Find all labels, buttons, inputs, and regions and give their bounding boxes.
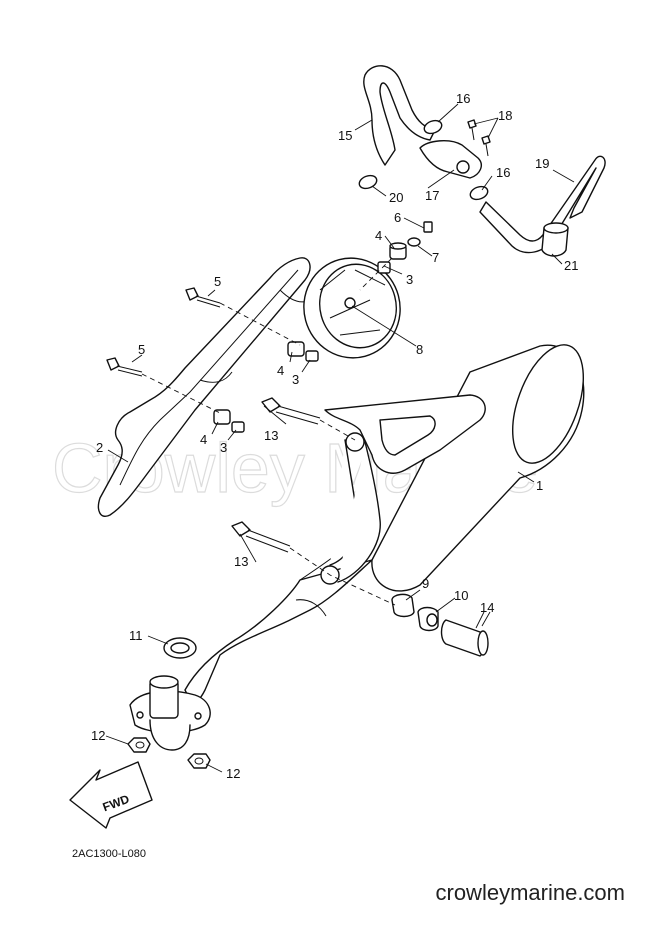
bolt-13-set[interactable] — [231, 397, 321, 553]
callout-6: 6 — [394, 210, 401, 225]
callout-3-middle: 3 — [292, 372, 299, 387]
callout-5-lower: 5 — [138, 342, 145, 357]
callout-20: 20 — [389, 190, 403, 205]
callout-2: 2 — [96, 440, 103, 455]
callout-17: 17 — [425, 188, 439, 203]
callout-16-upper: 16 — [456, 91, 470, 106]
leader-lines — [105, 103, 575, 773]
heat-shield[interactable] — [97, 257, 311, 517]
callout-5-upper: 5 — [214, 274, 221, 289]
callout-12-left: 12 — [91, 728, 105, 743]
callout-4-lower: 4 — [200, 432, 207, 447]
air-induction-hoses[interactable] — [357, 65, 606, 257]
callout-14: 14 — [480, 600, 494, 615]
gasket[interactable] — [163, 637, 197, 659]
callout-21: 21 — [564, 258, 578, 273]
callout-12-right: 12 — [226, 766, 240, 781]
site-url[interactable]: crowleymarine.com — [435, 880, 626, 905]
callout-1: 1 — [536, 478, 543, 493]
bolt-5-set[interactable] — [106, 287, 221, 377]
callout-13-upper: 13 — [264, 428, 278, 443]
callout-19: 19 — [535, 156, 549, 171]
callout-4-upper: 4 — [375, 228, 382, 243]
callout-18: 18 — [498, 108, 512, 123]
callout-7: 7 — [432, 250, 439, 265]
callout-8: 8 — [416, 342, 423, 357]
callout-16-lower: 16 — [496, 165, 510, 180]
callout-labels: 1 2 3 3 3 4 4 4 5 5 6 7 8 9 10 11 12 12 … — [91, 91, 578, 781]
fwd-direction-arrow: FWD — [69, 761, 153, 829]
callout-15: 15 — [338, 128, 352, 143]
nut-set[interactable] — [127, 737, 211, 769]
end-cap-protector[interactable] — [293, 247, 412, 368]
assembly-lines — [141, 257, 396, 606]
collar-spacer-set[interactable] — [391, 593, 489, 657]
muffler-assembly[interactable] — [129, 335, 597, 751]
callout-10: 10 — [454, 588, 468, 603]
callout-3-lower: 3 — [220, 440, 227, 455]
callout-13-lower: 13 — [234, 554, 248, 569]
callout-4-middle: 4 — [277, 363, 284, 378]
callout-11: 11 — [129, 628, 143, 643]
callout-9: 9 — [422, 576, 429, 591]
callout-3-upper: 3 — [406, 272, 413, 287]
damper-collar-set[interactable] — [213, 221, 433, 433]
diagram-code: 2AC1300-L080 — [72, 848, 147, 860]
